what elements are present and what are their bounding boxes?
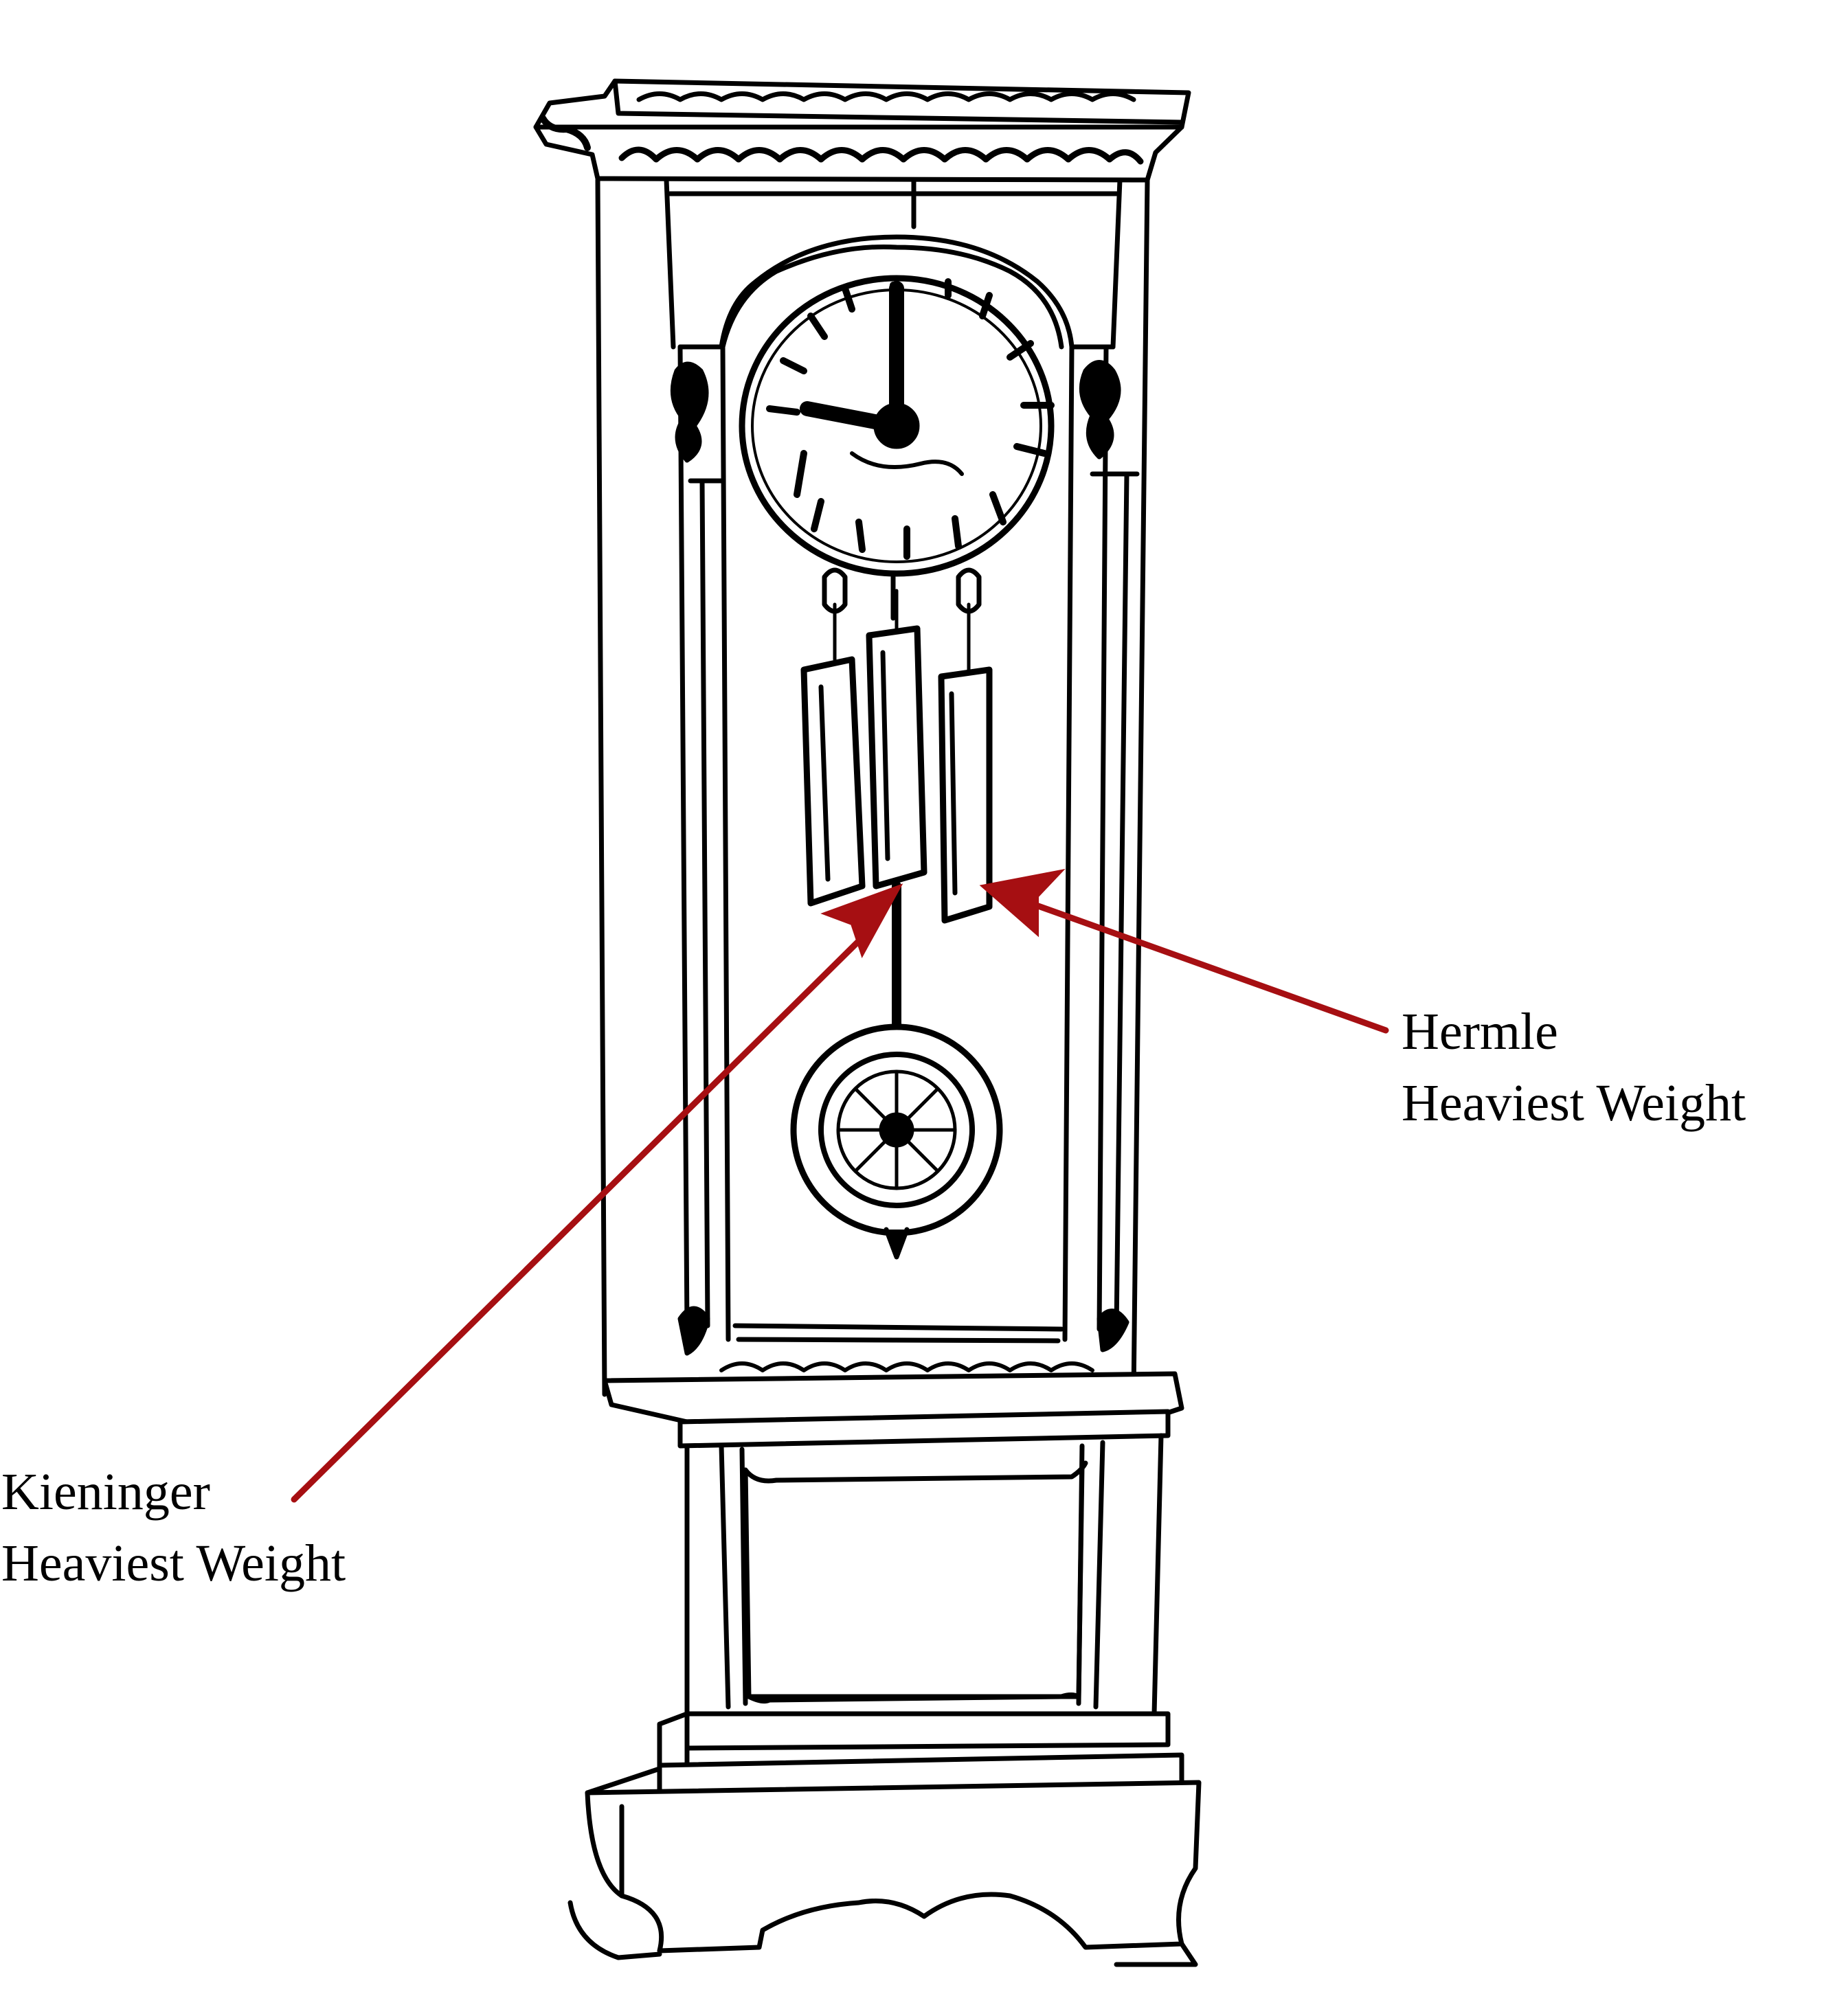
- hermle-label-line1: Hermle: [1402, 1003, 1558, 1061]
- hermle-label: Hermle Heaviest Weight: [1402, 996, 1746, 1139]
- clock-face: [739, 275, 1055, 577]
- clock-base: [567, 1433, 1202, 1967]
- hermle-arrowhead: [979, 868, 1066, 938]
- kieninger-label-line1: Kieninger: [1, 1463, 210, 1521]
- hermle-label-line2: Heaviest Weight: [1402, 1074, 1746, 1132]
- clock-crown: [533, 78, 1191, 183]
- kieninger-arrowhead: [820, 883, 903, 958]
- kieninger-label-line2: Heaviest Weight: [1, 1534, 346, 1592]
- clock-waist: [602, 1361, 1184, 1449]
- clock-pilasters: [677, 344, 1140, 1344]
- hermle-arrow: [1027, 900, 1389, 1034]
- kieninger-arrow: [291, 934, 866, 1503]
- clock-carvings: [670, 360, 1129, 1356]
- clock-pendulum: [790, 881, 1003, 1260]
- kieninger-label: Kieninger Heaviest Weight: [1, 1456, 346, 1599]
- annotation-arrows: [291, 868, 1389, 1503]
- clock-weights: [800, 567, 993, 924]
